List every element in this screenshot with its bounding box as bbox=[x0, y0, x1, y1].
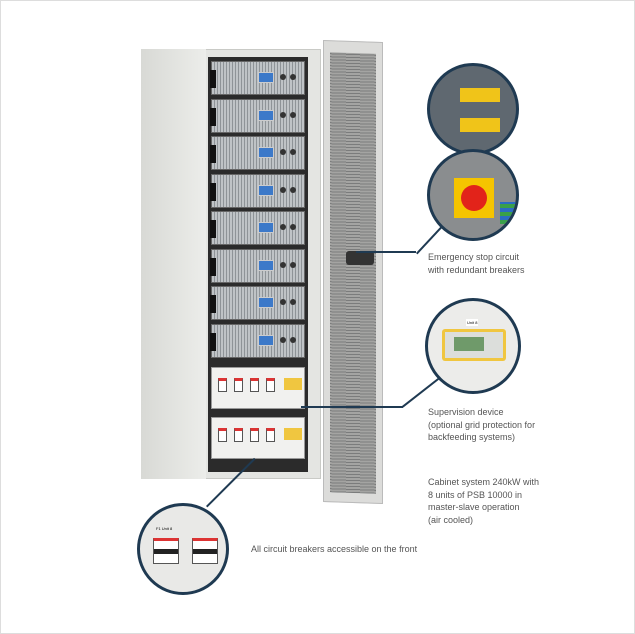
text-line: (optional grid protection for bbox=[428, 419, 536, 430]
leader-line-supervision-diag bbox=[402, 376, 442, 408]
emergency-stop-button-icon bbox=[461, 185, 487, 211]
annotation-breakers: All circuit breakers accessible on the f… bbox=[251, 544, 418, 554]
annotation-emergency-stop: Emergency stop circuit with redundant br… bbox=[428, 251, 525, 276]
breaker-tag: F1 Unit 8 bbox=[156, 526, 173, 531]
zoom-circle-circuit-breakers: F1 Unit 8 bbox=[137, 503, 229, 595]
zoom-circle-emergency-stop bbox=[427, 149, 519, 241]
text-line: backfeeding systems) bbox=[428, 432, 516, 442]
breaker-panel bbox=[211, 367, 305, 409]
text-line: Emergency stop circuit bbox=[428, 252, 520, 262]
lcd-display bbox=[454, 337, 484, 351]
power-supply-unit bbox=[210, 286, 305, 320]
breaker-panel bbox=[211, 417, 305, 459]
zoom-circle-supervision-device: Unit 8 bbox=[425, 298, 521, 394]
text-line: (air cooled) bbox=[428, 514, 474, 525]
power-supply-unit bbox=[210, 61, 305, 95]
door-perforated-panel bbox=[330, 52, 376, 494]
power-supply-unit bbox=[210, 323, 305, 358]
text-line: master-slave operation bbox=[428, 502, 520, 512]
power-supply-unit bbox=[210, 98, 305, 133]
door-handle bbox=[346, 251, 374, 265]
text-line: 8 units of PSB 10000 in bbox=[428, 489, 523, 500]
text-line: Cabinet system 240kW with bbox=[428, 477, 540, 487]
zoom-circle-breakers-top bbox=[427, 63, 519, 155]
equipment-rack bbox=[208, 57, 308, 472]
cabinet-side-panel bbox=[141, 49, 206, 479]
power-supply-unit bbox=[210, 248, 305, 283]
power-supply-unit bbox=[210, 173, 305, 208]
power-supply-unit bbox=[210, 211, 305, 245]
supervision-tag: Unit 8 bbox=[466, 319, 479, 326]
leader-line-supervision bbox=[301, 406, 403, 408]
leader-line-emergency bbox=[356, 251, 416, 253]
annotation-supervision: Supervision device (optional grid protec… bbox=[428, 406, 535, 444]
annotation-cabinet: Cabinet system 240kW with 8 units of PSB… bbox=[428, 476, 539, 526]
text-line: Supervision device bbox=[428, 407, 504, 417]
power-supply-unit bbox=[210, 136, 305, 170]
text-line: with redundant breakers bbox=[428, 264, 525, 275]
